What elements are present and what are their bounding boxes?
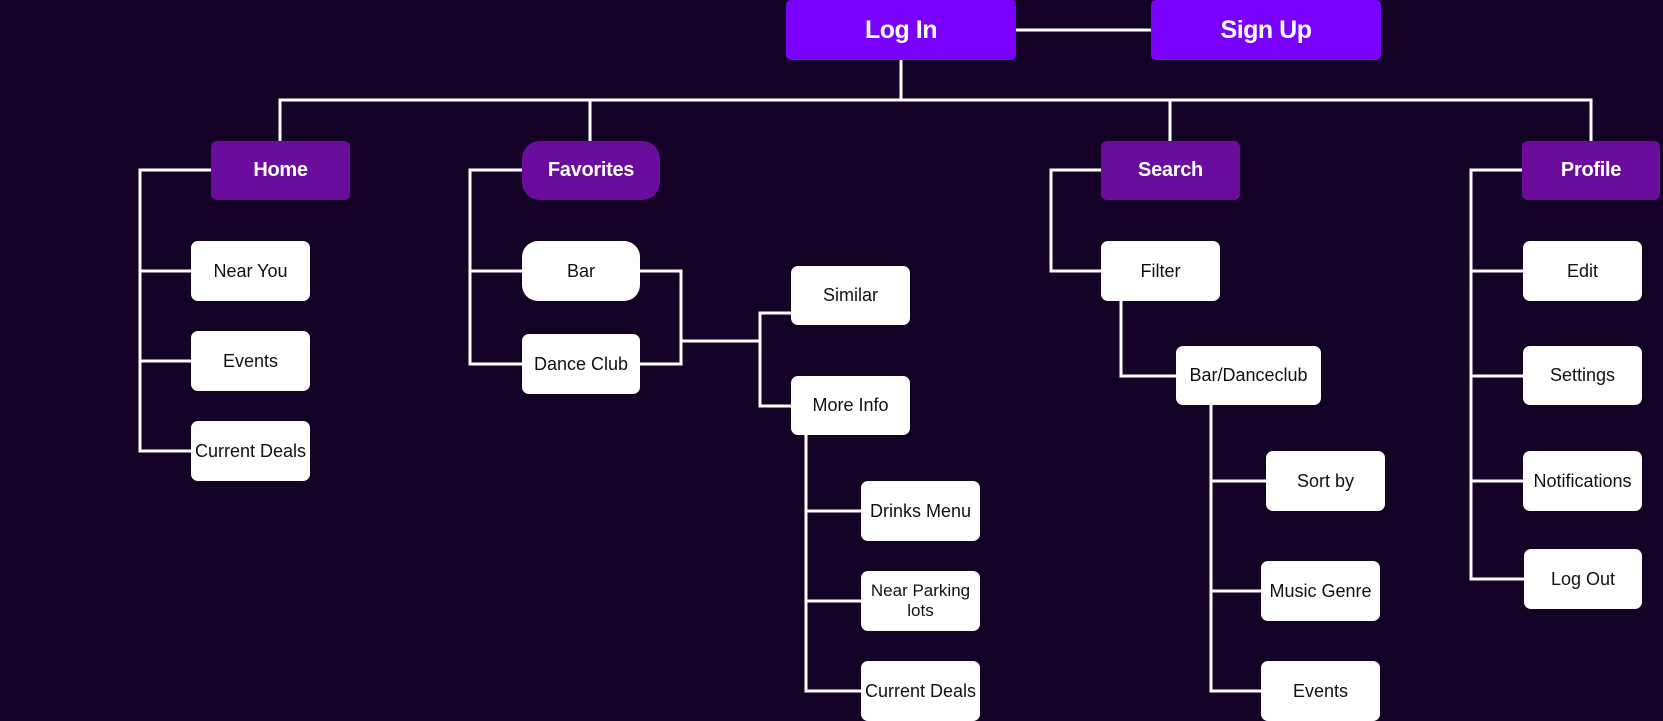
- home-events-node[interactable]: Events: [191, 331, 310, 391]
- home-current-deals-node[interactable]: Current Deals: [191, 421, 310, 481]
- search-events-node[interactable]: Events: [1261, 661, 1380, 721]
- fav-similar-label: Similar: [822, 285, 878, 306]
- profile-log-out-node[interactable]: Log Out: [1524, 549, 1642, 609]
- fav-drinks-menu-node[interactable]: Drinks Menu: [861, 481, 980, 541]
- fav-bar-label: Bar: [566, 260, 595, 281]
- fav-near-parking-label: Near Parking lots: [870, 581, 971, 620]
- fav-more-info-node[interactable]: More Info: [791, 376, 910, 435]
- connector-home-spine: [138, 168, 213, 453]
- profile-settings-node[interactable]: Settings: [1523, 346, 1642, 405]
- search-music-genre-label: Music Genre: [1269, 580, 1372, 601]
- login-label: Log In: [865, 15, 937, 44]
- profile-edit-label: Edit: [1566, 260, 1599, 281]
- search-music-genre-node[interactable]: Music Genre: [1261, 561, 1380, 621]
- home-node[interactable]: Home: [211, 141, 350, 200]
- search-node[interactable]: Search: [1101, 141, 1240, 200]
- home-events-label: Events: [222, 350, 279, 371]
- search-bar-danceclub-node[interactable]: Bar/Danceclub: [1176, 346, 1321, 405]
- connector-filter-bardanceclub: [1119, 299, 1178, 378]
- connector-similar-moreinfo: [758, 311, 793, 408]
- connector-favorites-spine: [468, 168, 524, 366]
- home-near-you-node[interactable]: Near You: [191, 241, 310, 301]
- profile-settings-label: Settings: [1549, 365, 1616, 386]
- signup-node[interactable]: Sign Up: [1151, 0, 1381, 60]
- connector-moreinfo-spine: [804, 433, 863, 693]
- fav-bar-node[interactable]: Bar: [522, 241, 640, 301]
- login-node[interactable]: Log In: [786, 0, 1016, 60]
- search-filter-node[interactable]: Filter: [1101, 241, 1220, 301]
- search-label: Search: [1138, 159, 1203, 181]
- fav-more-info-label: More Info: [812, 395, 889, 416]
- search-sort-by-node[interactable]: Sort by: [1266, 451, 1385, 511]
- home-near-you-label: Near You: [213, 260, 288, 281]
- search-events-label: Events: [1292, 680, 1349, 701]
- favorites-label: Favorites: [547, 159, 635, 181]
- fav-dance-club-label: Dance Club: [533, 353, 629, 374]
- search-sort-by-label: Sort by: [1296, 470, 1355, 491]
- search-filter-label: Filter: [1140, 260, 1181, 281]
- home-current-deals-label: Current Deals: [194, 440, 307, 461]
- fav-drinks-menu-label: Drinks Menu: [869, 500, 972, 521]
- signup-label: Sign Up: [1220, 15, 1312, 44]
- connector-bar-bracket: [638, 269, 683, 366]
- profile-notifications-node[interactable]: Notifications: [1523, 451, 1642, 511]
- home-label: Home: [253, 159, 308, 181]
- connector-search-filter: [1049, 168, 1103, 273]
- fav-near-parking-node[interactable]: Near Parking lots: [861, 571, 980, 631]
- profile-label: Profile: [1560, 159, 1622, 181]
- connector-bardanceclub-spine: [1209, 403, 1263, 693]
- search-bar-danceclub-label: Bar/Danceclub: [1189, 365, 1308, 386]
- favorites-node[interactable]: Favorites: [522, 141, 660, 200]
- fav-similar-node[interactable]: Similar: [791, 266, 910, 325]
- profile-notifications-label: Notifications: [1533, 470, 1632, 491]
- fav-dance-club-node[interactable]: Dance Club: [522, 334, 640, 394]
- profile-log-out-label: Log Out: [1550, 568, 1616, 589]
- profile-node[interactable]: Profile: [1522, 141, 1660, 200]
- profile-edit-node[interactable]: Edit: [1523, 241, 1642, 301]
- fav-current-deals-label: Current Deals: [864, 680, 977, 701]
- fav-current-deals-node[interactable]: Current Deals: [861, 661, 980, 721]
